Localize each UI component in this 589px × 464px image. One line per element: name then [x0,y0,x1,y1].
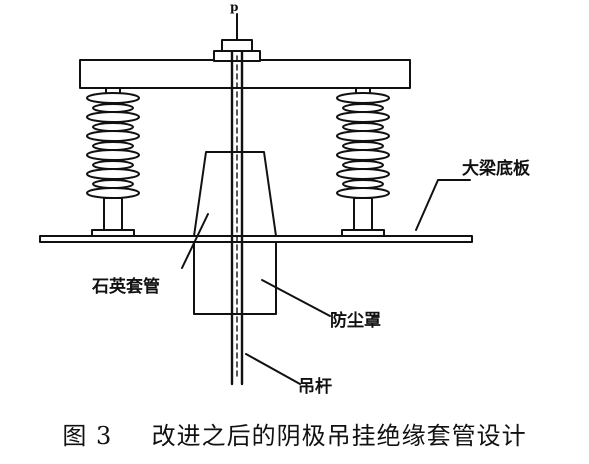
rod-top-label: p [230,0,239,14]
left-insulator-stack [86,87,140,237]
dust-cover [193,241,277,315]
beam-plate-leader [415,179,471,231]
dust-cover-label: 防尘罩 [330,311,381,331]
quartz-sleeve-leader [181,213,209,269]
figure-title: 改进之后的阴极吊挂绝缘套管设计 [151,422,527,450]
figure-caption: 图 3 改进之后的阴极吊挂绝缘套管设计 [0,416,589,451]
dust-cover-leader [261,279,331,317]
beam-plate-label: 大梁底板 [462,159,530,179]
right-insulator-stack [336,87,390,237]
quartz-sleeve-label: 石英套管 [92,277,160,297]
hanger-rod-label: 吊杆 [298,377,332,397]
quartz-sleeve [193,151,277,237]
figure-number: 图 3 [62,422,113,450]
top-crossbeam [79,59,411,89]
hanger-rod-leader [245,353,301,385]
